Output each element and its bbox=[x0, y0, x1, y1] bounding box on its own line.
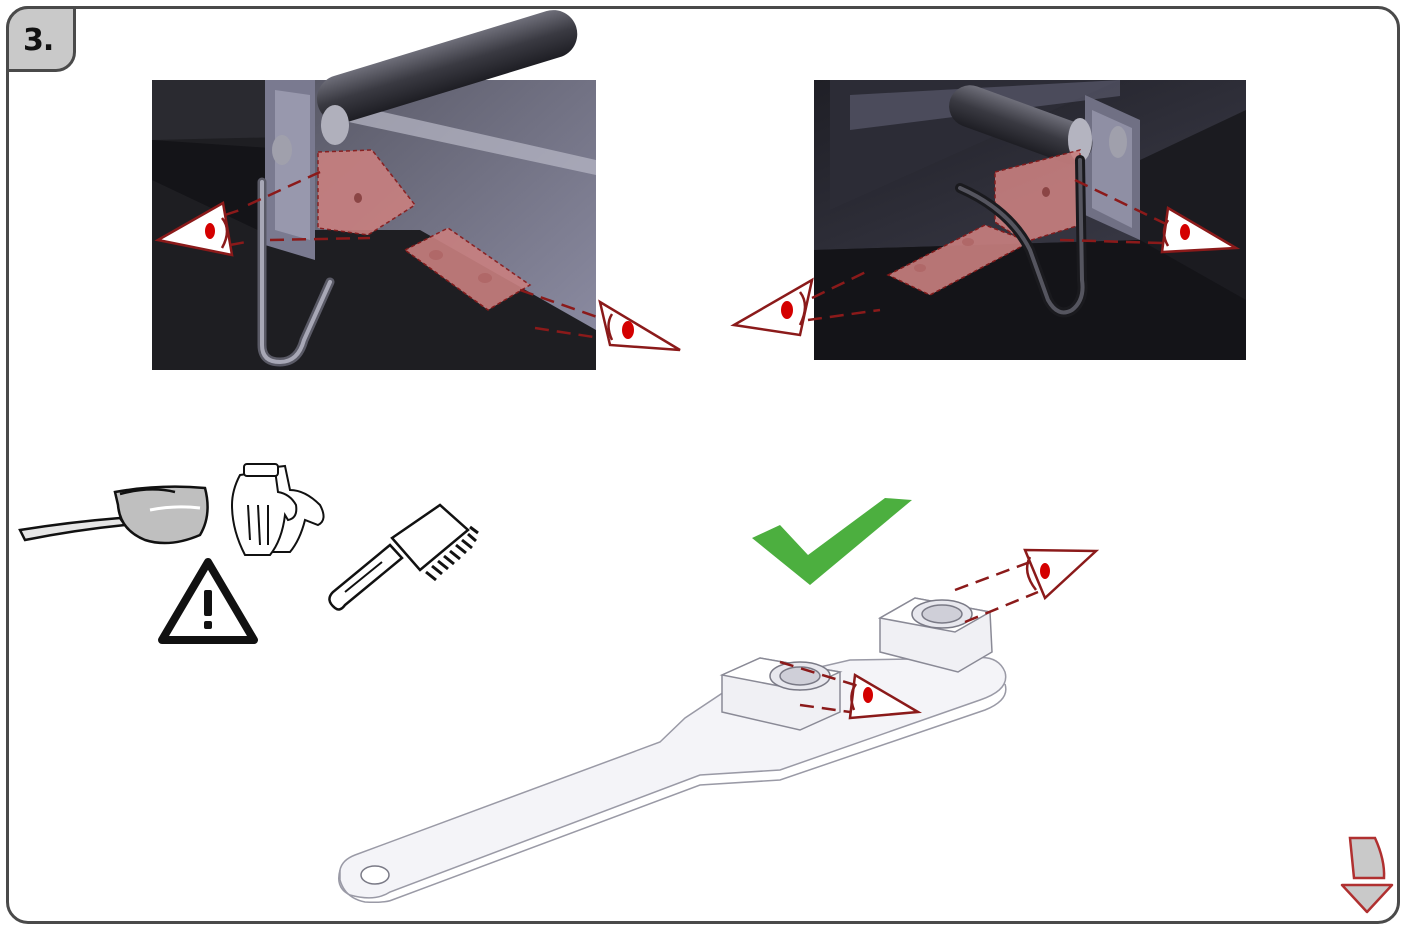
safety-glasses-icon bbox=[18, 485, 209, 545]
gloves-icon bbox=[230, 463, 325, 556]
nut-plate-part bbox=[338, 597, 1007, 903]
next-page-arrow-icon[interactable] bbox=[1340, 836, 1394, 914]
step-number-tab: 3. bbox=[6, 6, 76, 72]
right-underside-view bbox=[814, 80, 1246, 360]
step-number-label: 3. bbox=[23, 23, 54, 58]
warning-triangle-icon bbox=[158, 558, 258, 644]
check-mark-icon bbox=[752, 498, 912, 585]
wire-brush-icon bbox=[328, 503, 479, 611]
page-frame bbox=[6, 6, 1400, 924]
left-underside-view bbox=[152, 10, 596, 370]
inspection-lines-nuts bbox=[779, 548, 1100, 720]
inspection-lines-left-view bbox=[154, 170, 681, 352]
inspection-lines-right-view bbox=[730, 178, 1241, 337]
